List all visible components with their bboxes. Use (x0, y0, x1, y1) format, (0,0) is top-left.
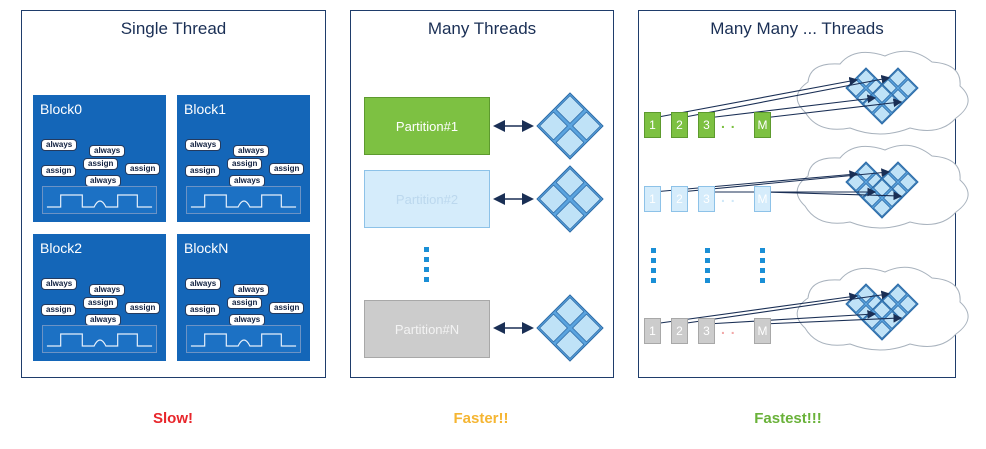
thread-ellipsis-col-3 (760, 248, 765, 288)
verdict-slow: Slow! (153, 410, 193, 427)
code-always-tag: always (233, 145, 270, 157)
code-assign-tag: assign (269, 163, 305, 175)
code-assign-tag: assign (227, 297, 263, 309)
thread-box: 2 (671, 318, 688, 344)
waveform-icon (186, 325, 301, 353)
code-assign-tag: assign (83, 297, 119, 309)
partition-n: Partition#N (364, 300, 490, 358)
waveform-icon (42, 186, 157, 214)
partition-1-label: Partition#1 (395, 118, 459, 134)
thread-row-ellipsis: . . (721, 189, 736, 205)
code-assign-tag: assign (227, 158, 263, 170)
waveform-icon (42, 325, 157, 353)
thread-box: 3 (698, 112, 715, 138)
code-assign-tag: assign (185, 165, 221, 177)
code-always-tag: always (89, 145, 126, 157)
code-always-tag: always (185, 139, 222, 151)
code-always-tag: always (233, 284, 270, 296)
code-assign-tag: assign (269, 302, 305, 314)
block-label: Block2 (40, 240, 83, 256)
code-assign-tag: assign (125, 163, 161, 175)
verdict-faster: Faster!! (453, 410, 509, 427)
code-assign-tag: assign (185, 304, 221, 316)
thread-box: 1 (644, 112, 661, 138)
partition-n-label: Partition#N (394, 321, 460, 337)
code-assign-tag: assign (83, 158, 119, 170)
partition-ellipsis (424, 247, 429, 287)
many-many-threads-title: Many Many ... Threads (710, 19, 884, 38)
thread-box: 1 (644, 186, 661, 212)
thread-ellipsis-col-1 (651, 248, 656, 288)
thread-row-ellipsis: . . (721, 115, 736, 131)
block-label: Block0 (40, 101, 83, 117)
thread-box: M (754, 318, 771, 344)
thread-box: 3 (698, 318, 715, 344)
many-threads-title: Many Threads (427, 19, 537, 38)
code-always-tag: always (185, 278, 222, 290)
block-label: Block1 (184, 101, 227, 117)
thread-box: 2 (671, 112, 688, 138)
thread-ellipsis-col-2 (705, 248, 710, 288)
thread-box: 3 (698, 186, 715, 212)
waveform-icon (186, 186, 301, 214)
partition-2: Partition#2 (364, 170, 490, 228)
single-thread-title: Single Thread (120, 19, 227, 38)
code-assign-tag: assign (41, 165, 77, 177)
code-assign-tag: assign (41, 304, 77, 316)
partition-1: Partition#1 (364, 97, 490, 155)
code-always-tag: always (41, 139, 78, 151)
thread-box: 1 (644, 318, 661, 344)
partition-2-label: Partition#2 (395, 191, 459, 207)
code-always-tag: always (41, 278, 78, 290)
code-assign-tag: assign (125, 302, 161, 314)
code-always-tag: always (89, 284, 126, 296)
verdict-fastest: Fastest!!! (754, 410, 822, 427)
thread-box: M (754, 112, 771, 138)
thread-row-ellipsis: . . (721, 321, 736, 337)
block-label: BlockN (184, 240, 229, 256)
thread-box: M (754, 186, 771, 212)
thread-box: 2 (671, 186, 688, 212)
